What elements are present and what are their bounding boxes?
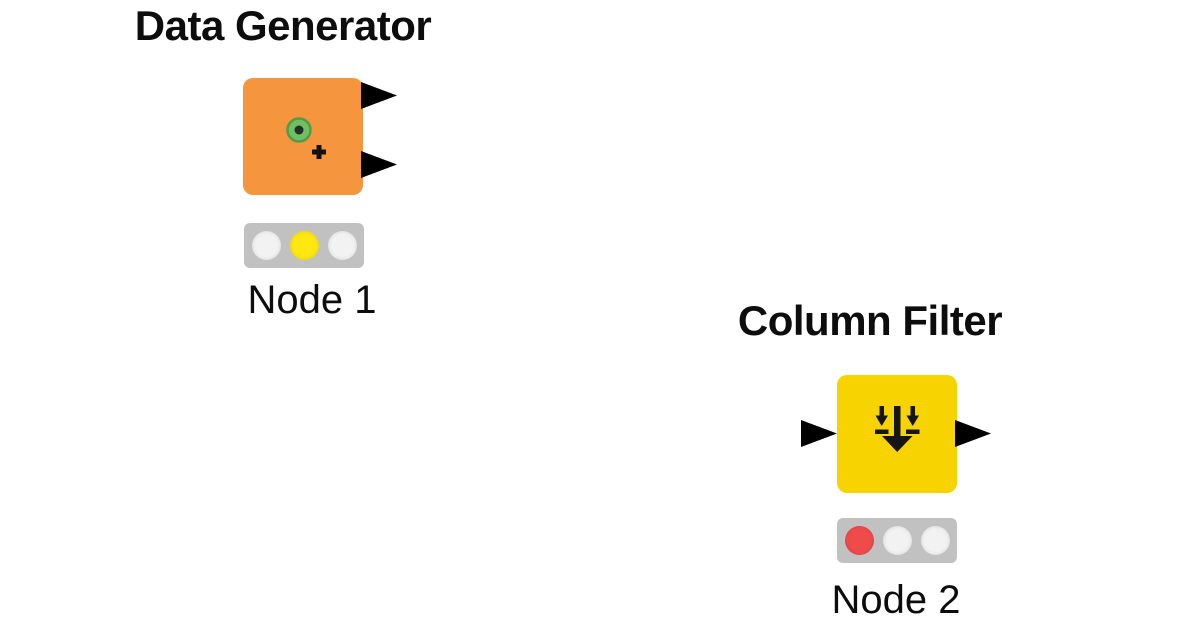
output-port-2-node-1[interactable] xyxy=(361,151,397,178)
input-port-node-2[interactable] xyxy=(801,420,837,447)
status-lamp-green xyxy=(327,231,357,260)
status-traffic-light-node-2 xyxy=(837,518,957,563)
status-lamp-green xyxy=(920,526,950,555)
status-lamp-red xyxy=(844,526,874,555)
node-column-filter[interactable] xyxy=(837,375,957,493)
node-title-data-generator: Data Generator xyxy=(134,2,432,49)
node-label-node-1[interactable]: Node 1 xyxy=(247,278,377,322)
status-lamp-yellow xyxy=(289,231,319,260)
status-traffic-light-node-1 xyxy=(244,223,364,268)
node-title-column-filter: Column Filter xyxy=(737,297,1003,344)
output-port-1-node-1[interactable] xyxy=(361,82,397,109)
status-lamp-red xyxy=(251,231,281,260)
data-generator-icon xyxy=(271,102,335,171)
node-data-generator[interactable] xyxy=(243,78,363,195)
output-port-node-2[interactable] xyxy=(955,420,991,447)
status-lamp-yellow xyxy=(882,526,912,555)
node-label-node-2[interactable]: Node 2 xyxy=(831,578,961,622)
column-filter-icon xyxy=(865,400,929,469)
